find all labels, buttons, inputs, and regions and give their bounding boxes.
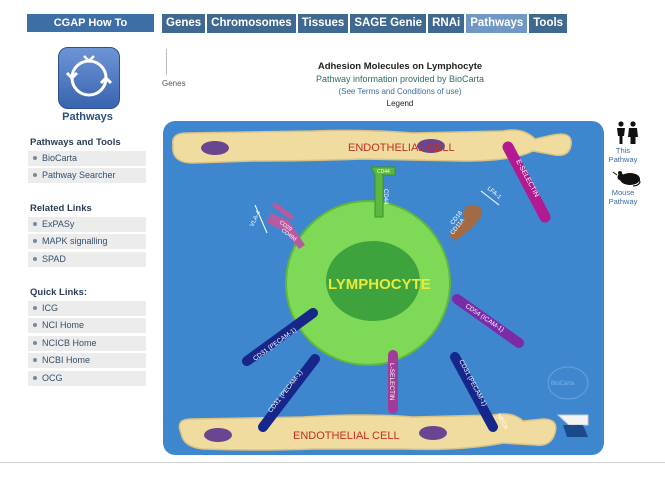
bullet-icon: [33, 239, 37, 244]
bullet-icon: [33, 306, 37, 311]
sidebar-item-expasy[interactable]: ExPASy: [28, 217, 146, 232]
cd44-top-label: CD44: [377, 169, 390, 175]
lymphocyte-label: LYMPHOCYTE: [328, 276, 431, 293]
endothelial-label-top: ENDOTHELIAL CELL: [348, 142, 455, 154]
lfa1-molecule[interactable]: CD11A CD18 LFA-1: [449, 186, 502, 241]
tab-genes[interactable]: Genes: [162, 14, 206, 33]
bullet-icon: [33, 341, 37, 346]
bullet-icon: [33, 156, 37, 161]
section-title-pathways-tools: Pathways and Tools: [30, 137, 121, 148]
lymphocyte-nucleus: [326, 241, 420, 321]
sidebar-item-nci-home[interactable]: NCI Home: [28, 318, 146, 333]
bullet-icon: [33, 257, 37, 262]
endothelial-nucleus-top-right: [417, 139, 445, 153]
sidebar-item-ocg[interactable]: OCG: [28, 371, 146, 386]
mouse-pathway-link[interactable]: Mouse Pathway: [608, 188, 638, 206]
endothelial-cell-bottom[interactable]: [178, 413, 557, 451]
sidebar-item-mapk-signalling[interactable]: MAPK signalling: [28, 234, 146, 249]
tab-sage-genie[interactable]: SAGE Genie: [350, 14, 427, 33]
bullet-icon: [33, 376, 37, 381]
tab-chromosomes[interactable]: Chromosomes: [207, 14, 296, 33]
endothelial-cell-top[interactable]: [172, 129, 572, 164]
endothelial-nucleus-bottom-left: [204, 428, 232, 442]
cgap-how-to-button[interactable]: CGAP How To: [27, 14, 154, 32]
cd44-stem-label: CD44: [382, 189, 388, 205]
cd44-molecule-top[interactable]: CD44 CD44: [370, 166, 396, 218]
endothelial-nucleus-bottom-right: [419, 426, 447, 440]
genes-note: Genes: [162, 79, 186, 88]
section-title-quick-links: Quick Links:: [30, 287, 88, 298]
sidebar-item-ncbi-home[interactable]: NCBI Home: [28, 353, 146, 368]
sidebar-item-spad[interactable]: SPAD: [28, 252, 146, 267]
sidebar-item-icg[interactable]: ICG: [28, 301, 146, 316]
legend-link[interactable]: Legend: [386, 99, 414, 108]
tab-tissues[interactable]: Tissues: [297, 14, 349, 33]
sidebar-item-pathway-searcher[interactable]: Pathway Searcher: [28, 168, 146, 183]
section-title-related-links: Related Links: [30, 203, 92, 214]
l-selectin-molecule[interactable]: L-SELECTIN: [388, 350, 398, 414]
arrow-icon[interactable]: [556, 414, 589, 437]
bullet-icon: [33, 222, 37, 227]
sidebar-item-ncicb-home[interactable]: NCICB Home: [28, 336, 146, 351]
footer-divider: [0, 462, 665, 463]
logo-label: Pathways: [62, 111, 113, 123]
sidebar-item-biocarta[interactable]: BioCarta: [28, 151, 146, 166]
endothelial-label-bottom: ENDOTHELIAL CELL: [293, 430, 400, 442]
mouse-icon[interactable]: [611, 169, 643, 187]
this-pathway-link[interactable]: This Pathway: [608, 146, 638, 164]
pathways-logo-icon: [58, 47, 120, 109]
bullet-icon: [33, 358, 37, 363]
biocarta-watermark-icon: BioCarta: [547, 366, 589, 400]
terms-link[interactable]: (See Terms and Conditions of use): [338, 87, 462, 96]
tab-tools[interactable]: Tools: [529, 14, 568, 33]
bullet-icon: [33, 323, 37, 328]
page-title: Adhesion Molecules on Lymphocyte: [317, 61, 483, 72]
endothelial-nucleus-top-left: [201, 141, 229, 155]
biocarta-watermark-label: BioCarta: [551, 381, 575, 387]
tab-rnai[interactable]: RNAi: [428, 14, 465, 33]
page-subtitle: Pathway information provided by BioCarta: [315, 74, 485, 84]
vla4-molecule[interactable]: CD29 CD49d VLA-4: [249, 202, 305, 249]
l-selectin-label: L-SELECTIN: [388, 363, 395, 401]
pathway-diagram[interactable]: ENDOTHELIAL CELL ENDOTHELIAL CELL LYMPHO…: [163, 121, 604, 455]
bullet-icon: [33, 173, 37, 178]
tab-pathways[interactable]: Pathways: [466, 14, 528, 33]
main-nav-tabs: Genes Chromosomes Tissues SAGE Genie RNA…: [162, 14, 569, 33]
human-pathway-icon[interactable]: [613, 121, 641, 145]
genes-divider: [166, 49, 167, 75]
